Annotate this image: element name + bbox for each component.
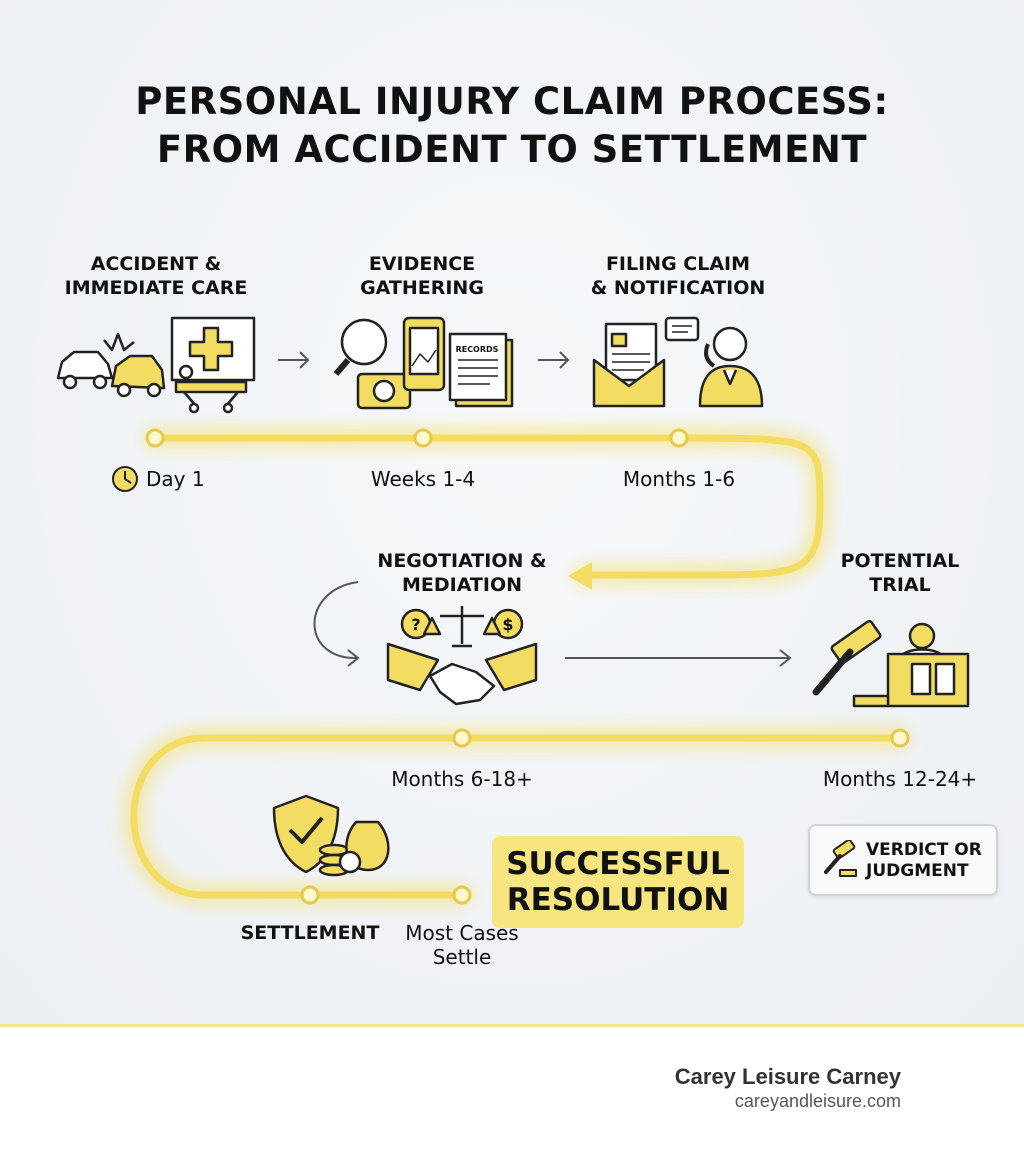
step-negotiation-label: NEGOTIATION &MEDIATION [377,550,547,596]
hospital-stretcher-icon [170,316,256,414]
successful-resolution-callout: SUCCESSFUL RESOLUTION [492,836,744,928]
envelope-icon [592,358,666,408]
magnifier-icon [340,318,388,366]
path-arrowhead [568,562,592,590]
dollar-sign: $ [502,615,513,634]
settlement-icons [272,794,390,877]
process-diagram: RECORDS ? $ [56,316,970,907]
node-day-1 [145,428,165,448]
negotiation-icons [386,606,538,706]
verdict-line-1: VERDICT OR [866,840,982,860]
verdict-line-2: JUDGMENT [866,861,969,881]
filing-icons [592,316,764,408]
person-icon [712,326,748,362]
chat-bubble-icon [664,316,700,342]
verdict-judgment-box: VERDICT OR JUDGMENT [808,824,998,896]
footer [0,1024,1024,1157]
clock-icon [112,466,138,492]
arrow-right-icon [538,351,570,369]
courtroom-icons [812,619,970,708]
car-crash-icon [56,332,166,398]
handshake-icon [428,662,496,706]
arrow-right-icon [565,649,792,667]
records-label: RECORDS [456,345,499,354]
loop-arrow-icon [313,581,360,667]
question-mark: ? [411,615,420,634]
title-line-1: PERSONAL INJURY CLAIM PROCESS: [135,80,889,123]
time-months-6-18: Months 6-18+ [391,767,533,791]
time-months-12-24: Months 12-24+ [822,767,978,791]
brand-block: Carey Leisure Carney careyandleisure.com [675,1064,901,1112]
title-line-2: FROM ACCIDENT TO SETTLEMENT [156,128,868,171]
node-weeks-1-4 [413,428,433,448]
time-months-1-6: Months 1-6 [622,467,736,491]
node-settlement [300,885,320,905]
evidence-icons [333,316,514,410]
arrow-right-icon [278,351,310,369]
time-weeks-1-4: Weeks 1-4 [370,467,476,491]
step-accident-label: ACCIDENT &IMMEDIATE CARE [64,253,248,299]
time-day-1: Day 1 [146,467,205,491]
node-most-cases-settle [452,885,472,905]
infographic-title: PERSONAL INJURY CLAIM PROCESS: FROM ACCI… [0,78,1024,174]
brand-name: Carey Leisure Carney [674,1064,901,1089]
step-arrows [278,351,792,667]
brand-url: careyandleisure.com [734,1091,901,1111]
node-months-6-18 [452,728,472,748]
node-months-12-24 [890,728,910,748]
judge-icon [908,622,936,650]
step-settlement-label: SETTLEMENT [240,922,380,944]
gavel-icon [830,619,882,665]
step-filing-label: FILING CLAIM& NOTIFICATION [590,253,766,299]
gavel-icon [824,840,857,877]
timeline-path [121,426,912,907]
timeline-nodes [145,428,910,905]
node-months-1-6 [669,428,689,448]
scales-icon [440,606,484,644]
